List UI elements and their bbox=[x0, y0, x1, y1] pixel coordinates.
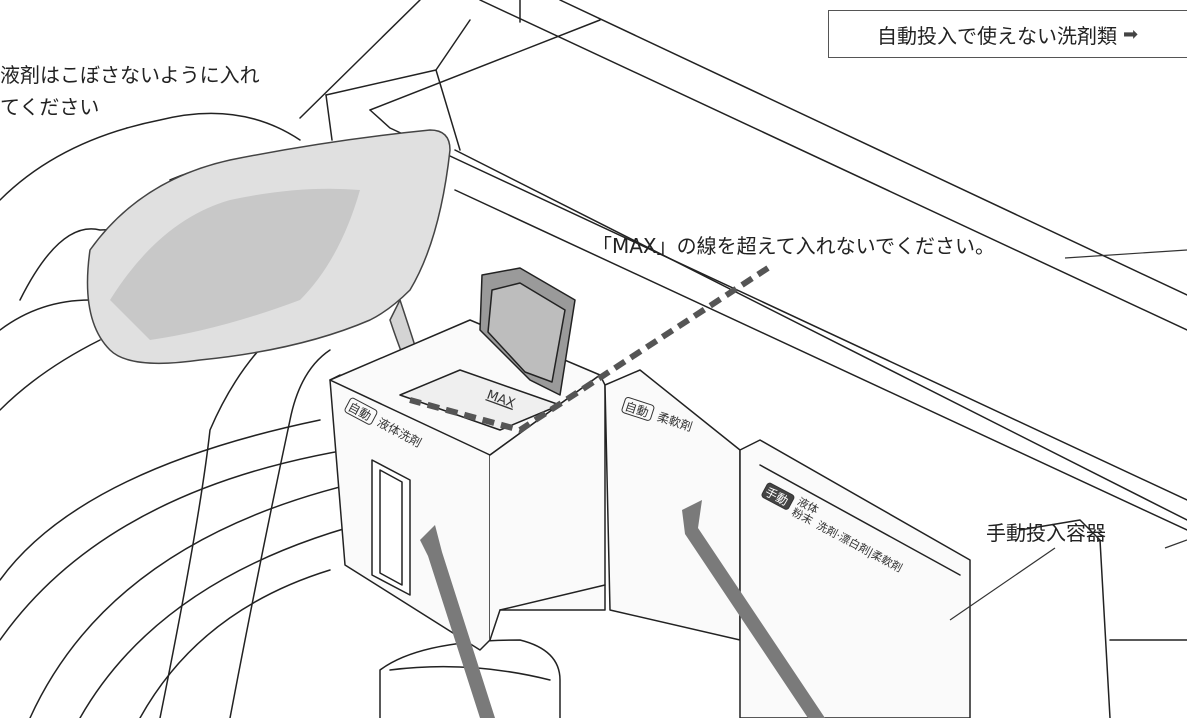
manual-tag-frame bbox=[761, 482, 795, 510]
max-leader-dashed bbox=[409, 265, 770, 434]
caption-spill-line2: てください bbox=[0, 95, 100, 119]
manual-container-leader bbox=[949, 547, 1056, 621]
max-caption-underline bbox=[1064, 249, 1187, 259]
caption-max: 「MAX」の線を超えて入れないでください。 bbox=[592, 234, 996, 258]
auto-tag-frame-2 bbox=[621, 396, 655, 421]
bottle-shading bbox=[110, 188, 360, 340]
flip-lid bbox=[479, 267, 576, 396]
manual-container-panel bbox=[739, 439, 971, 718]
caption-spill-line1: 液剤はこぼさないように入れ bbox=[0, 63, 260, 87]
unusable-detergents-label: 自動投入で使えない洗剤類 bbox=[877, 23, 1117, 48]
manual-caption-leader bbox=[1164, 539, 1187, 549]
liquid-arrow bbox=[420, 525, 495, 718]
unusable-detergents-link[interactable]: 自動投入で使えない洗剤類 ➡ bbox=[828, 10, 1187, 58]
right-arrow-icon: ➡ bbox=[1123, 23, 1139, 45]
softener-arrow bbox=[682, 500, 825, 718]
auto-tag-frame-1 bbox=[344, 397, 378, 425]
washer-body-outline bbox=[299, 0, 1187, 718]
caption-manual-container: 手動投入容器 bbox=[986, 521, 1106, 545]
